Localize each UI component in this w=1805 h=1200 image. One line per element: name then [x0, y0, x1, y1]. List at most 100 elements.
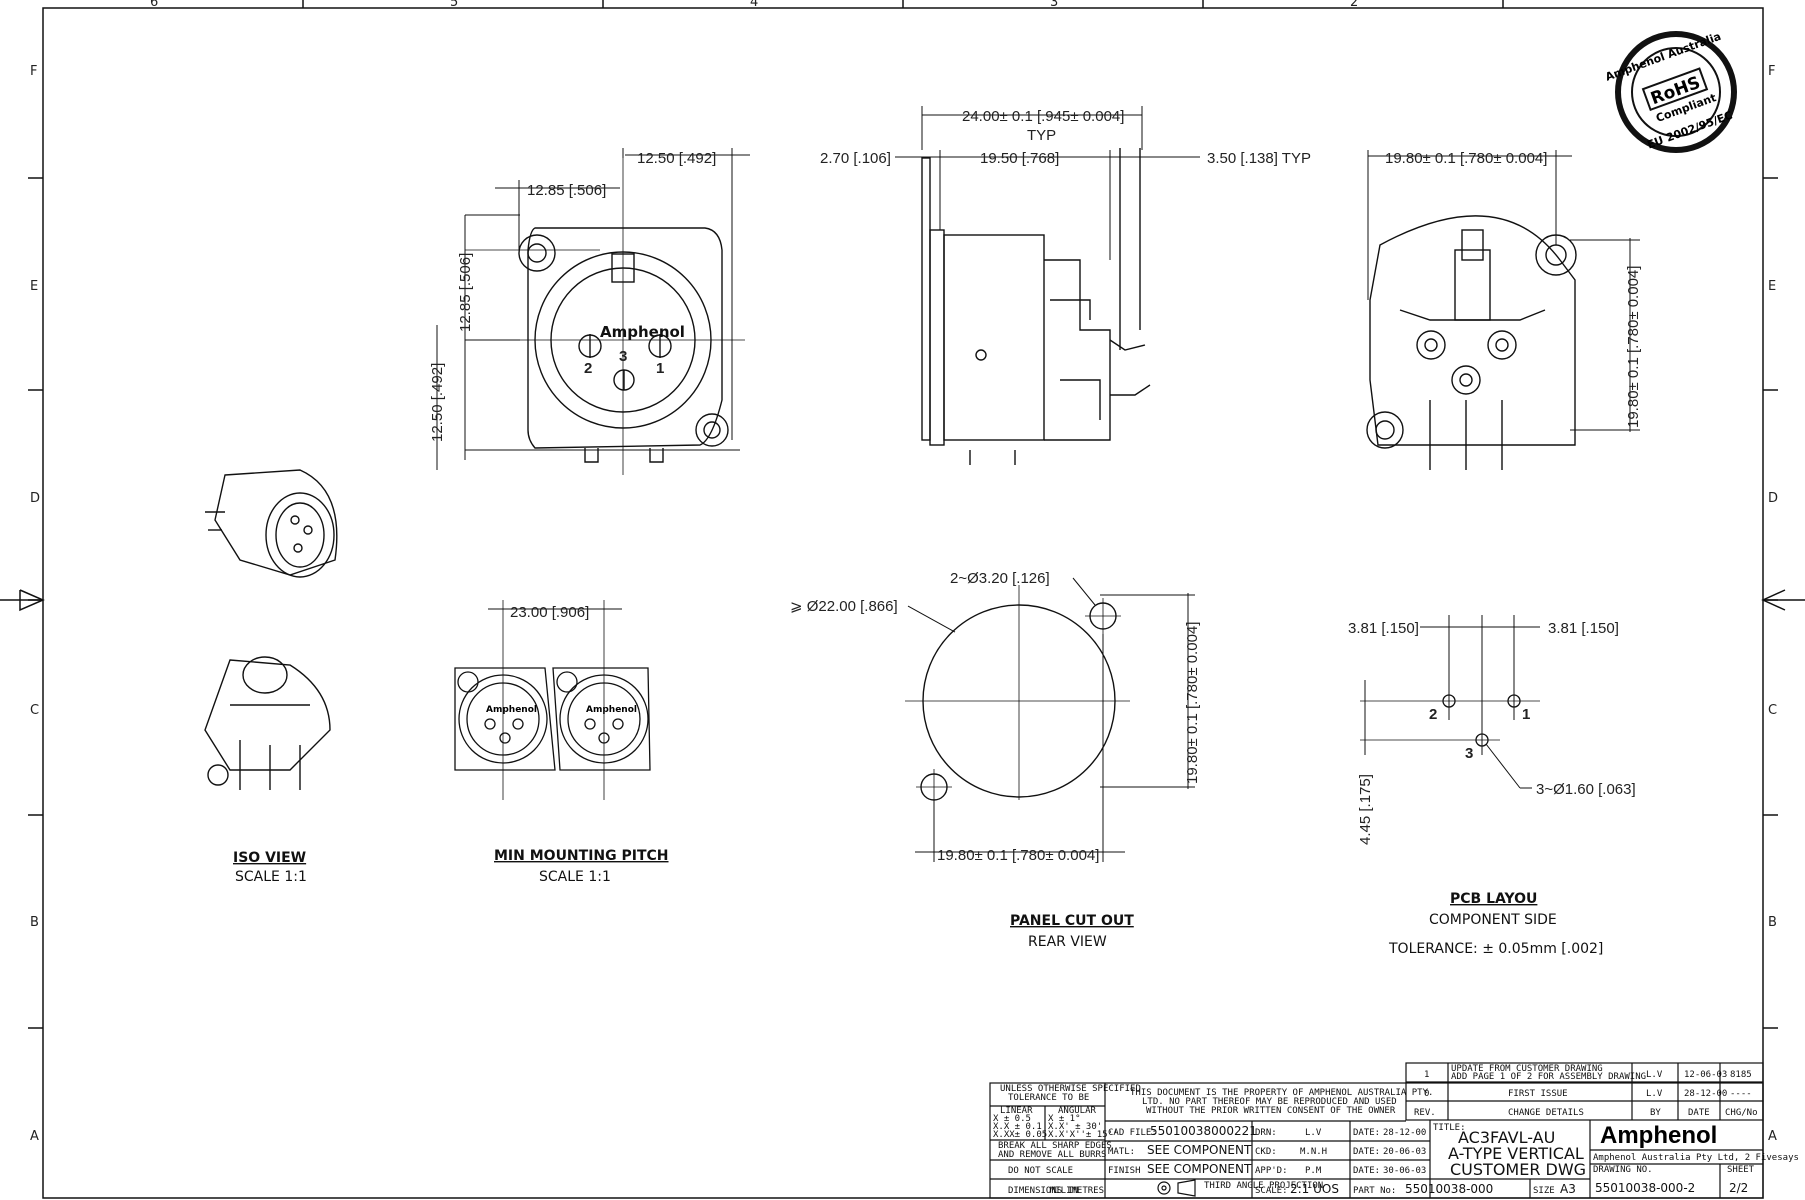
drawing-number-value: 55010038-000-2: [1595, 1181, 1695, 1195]
tb-text: X.X'X''± 15'': [1048, 1130, 1118, 1140]
tb-text: L.V: [1305, 1128, 1322, 1138]
tb-text: DRN:: [1255, 1128, 1277, 1138]
drawing-title: CUSTOMER DWG: [1450, 1160, 1586, 1179]
rear-view: [1366, 150, 1640, 470]
grid-row-label: E: [30, 279, 38, 294]
tb-text: CKD:: [1255, 1147, 1277, 1157]
tb-text: WITHOUT THE PRIOR WRITTEN CONSENT OF THE…: [1146, 1106, 1396, 1116]
pcb-layout-subtitle: COMPONENT SIDE: [1429, 912, 1557, 928]
dim-text: 12.85 [.506]: [457, 253, 474, 332]
tb-text: CHG/No: [1725, 1108, 1758, 1118]
grid-col-label: 6: [150, 0, 158, 10]
front-view: [436, 148, 750, 475]
sheet-value: 2/2: [1729, 1181, 1748, 1195]
tb-text: DIMENSIONS IN: [1008, 1186, 1078, 1196]
rev-date: 28-12-00: [1684, 1089, 1727, 1099]
side-view: [895, 106, 1200, 465]
rear-view-labels: 19.80± 0.1 [.780± 0.004] 19.80± 0.1 [.78…: [1385, 150, 1642, 428]
tb-text: DATE:: [1353, 1147, 1380, 1157]
tb-text: TITLE:: [1433, 1123, 1466, 1133]
pcb-layout-labels: 3.81 [.150] 3.81 [.150] 3~Ø1.60 [.063] 4…: [1348, 620, 1636, 957]
grid-row-label: A: [30, 1129, 39, 1144]
tb-text: X ± 1°: [1048, 1114, 1081, 1124]
panel-cutout-title: PANEL CUT OUT: [1010, 913, 1134, 929]
pcb-layout-view: [1360, 615, 1540, 789]
tb-text: TOLERANCE TO BE: [1008, 1093, 1089, 1103]
mounting-pitch-view: [454, 600, 651, 800]
amphenol-logo: Amphenol: [1600, 1122, 1717, 1149]
dim-text: 24.00± 0.1 [.945± 0.004]: [962, 108, 1124, 125]
tb-text: X ± 0.5: [993, 1114, 1031, 1124]
grid-col-label: 3: [1050, 0, 1058, 10]
dim-text: 12.50 [.492]: [637, 150, 716, 167]
grid-row-label: A: [1768, 1129, 1777, 1144]
tb-text: 30-06-03: [1383, 1166, 1426, 1176]
tb-text: LTD. NO PART THEREOF MAY BE REPRODUCED A…: [1142, 1097, 1397, 1107]
mounting-scale: SCALE 1:1: [539, 869, 611, 885]
rev-chg: 8185: [1730, 1070, 1752, 1080]
dim-text: 19.80± 0.1 [.780± 0.004]: [1625, 266, 1642, 428]
tb-text: X.XX± 0.05: [993, 1130, 1047, 1140]
tb-text: UNLESS OTHERWISE SPECIFIED: [1000, 1084, 1141, 1094]
dim-text: ⩾ Ø22.00 [.866]: [790, 598, 898, 615]
tb-text: LINEAR: [1000, 1106, 1033, 1116]
pin-label: 2: [584, 360, 592, 377]
dim-text: 19.80± 0.1 [.780± 0.004]: [937, 847, 1099, 864]
grid-row-label: D: [30, 491, 40, 506]
iso-view-labels: ISO VIEW SCALE 1:1: [233, 850, 307, 885]
grid-col-label: 5: [450, 0, 458, 10]
rev-details: FIRST ISSUE: [1508, 1089, 1568, 1099]
tb-text: DATE:: [1353, 1166, 1380, 1176]
pin-label: 2: [1429, 706, 1437, 723]
dim-text: 3~Ø1.60 [.063]: [1536, 781, 1636, 798]
tb-text: X.X' ± 30': [1048, 1122, 1102, 1132]
rev-number: 1: [1424, 1070, 1429, 1080]
part-number-value: 55010038-000: [1405, 1182, 1493, 1196]
tb-text: BREAK ALL SHARP EDGES: [998, 1141, 1112, 1151]
grid-row-label: F: [30, 64, 37, 79]
rev-date: 12-06-03: [1684, 1070, 1727, 1080]
tb-text: Amphenol Australia Pty Ltd, 2 Fivesays B…: [1593, 1153, 1805, 1163]
tb-text: DRAWING NO.: [1593, 1165, 1653, 1175]
dim-text: 3.50 [.138] TYP: [1207, 150, 1311, 167]
dim-text: 2~Ø3.20 [.126]: [950, 570, 1050, 587]
dim-text: 3.81 [.150]: [1348, 620, 1419, 637]
mounting-brand-text: Amphenol: [486, 705, 537, 715]
panel-cutout-view: [905, 577, 1195, 862]
dim-text: 19.50 [.768]: [980, 150, 1059, 167]
dim-text: 12.85 [.506]: [527, 182, 606, 199]
rev-by: L.V: [1646, 1070, 1663, 1080]
grid-row-label: F: [1768, 64, 1775, 79]
pin-label: 3: [1465, 745, 1473, 762]
dim-text: 19.80± 0.1 [.780± 0.004]: [1385, 150, 1547, 167]
projection-text: THIRD ANGLE PROJECTION: [1204, 1181, 1323, 1191]
tb-text: SIZE: [1533, 1186, 1555, 1196]
mounting-brand-text: Amphenol: [586, 705, 637, 715]
tb-text: MATL:: [1108, 1147, 1135, 1157]
dim-text: 23.00 [.906]: [510, 604, 589, 621]
tb-text: CAD FILE:: [1108, 1128, 1157, 1138]
tb-text: P.M: [1305, 1166, 1322, 1176]
pcb-layout-title: PCB LAYOU: [1450, 891, 1537, 907]
cad-file-value: 55010038000221: [1150, 1124, 1257, 1138]
dim-text: TYP: [1027, 127, 1056, 144]
mounting-title: MIN MOUNTING PITCH: [494, 848, 669, 864]
front-brand-text: Amphenol: [600, 323, 685, 341]
tb-text: X.X ± 0.1: [993, 1122, 1042, 1132]
rohs-stamp: Amphenol Australia RoHS Compliant EU 200…: [1604, 30, 1737, 153]
mounting-pitch-labels: 23.00 [.906] Amphenol Amphenol MIN MOUNT…: [486, 604, 669, 885]
tb-text: CHANGE DETAILS: [1508, 1108, 1584, 1118]
pin-label: 3: [619, 348, 627, 365]
rev-number: 0: [1424, 1089, 1429, 1099]
grid-column-labels: 6 5 4 3 2: [150, 0, 1358, 10]
tb-text: DO NOT SCALE: [1008, 1166, 1073, 1176]
pin-label: 1: [1522, 706, 1530, 723]
iso-view: [204, 469, 338, 790]
grid-labels: F E D C B A F E D C B A: [30, 64, 1778, 1144]
panel-cutout-subtitle: REAR VIEW: [1028, 934, 1107, 950]
dim-text: 3.81 [.150]: [1548, 620, 1619, 637]
grid-row-label: C: [30, 703, 39, 718]
tb-text: 20-06-03: [1383, 1147, 1426, 1157]
drawing-title: AC3FAVL-AU: [1458, 1128, 1555, 1147]
